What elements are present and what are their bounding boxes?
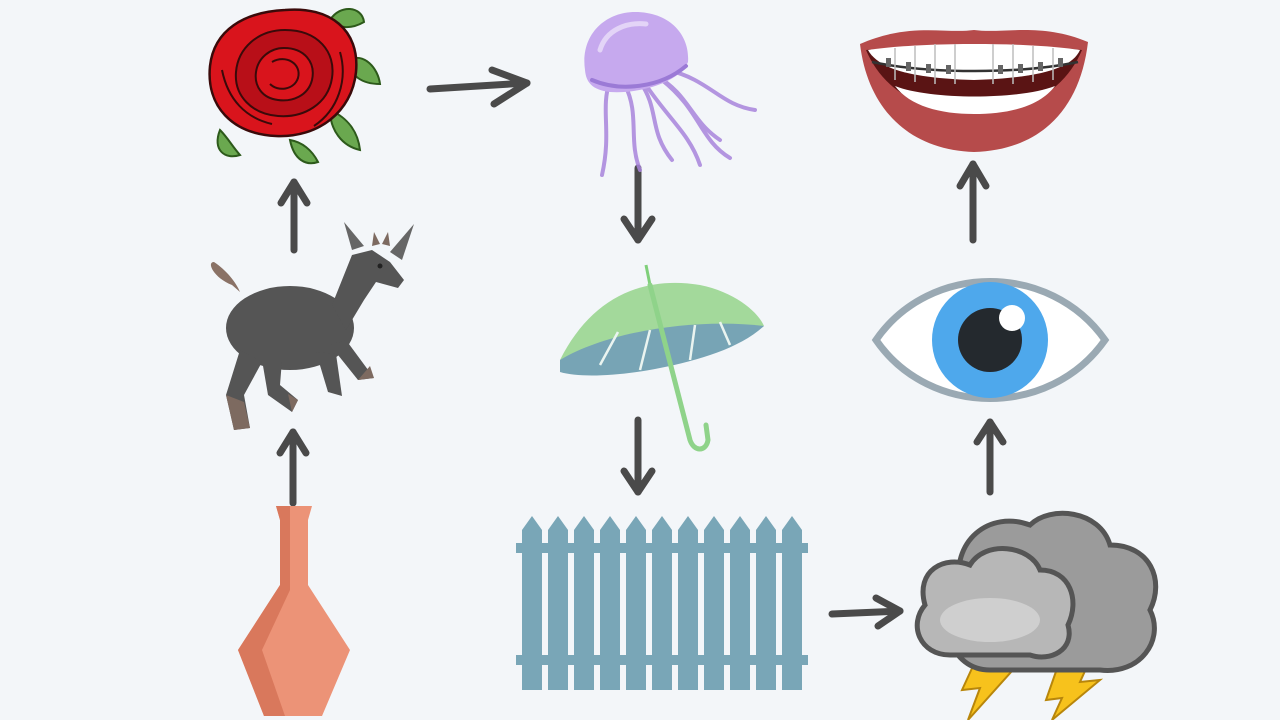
arrow-goat-to-rose	[277, 178, 311, 254]
arrow-storm-cloud-to-eye	[973, 418, 1007, 496]
arrow-fence-to-storm-cloud	[828, 594, 904, 630]
arrow-jellyfish-to-umbrella	[620, 164, 656, 244]
eye-icon	[871, 278, 1110, 402]
arrow-eye-to-mouth	[956, 160, 990, 244]
arrow-rose-to-jellyfish	[426, 66, 531, 108]
fence-icon	[516, 516, 808, 690]
umbrella-icon	[560, 264, 764, 452]
arrow-umbrella-to-fence	[620, 416, 656, 496]
storm-cloud-icon	[914, 510, 1159, 720]
mouth-icon	[860, 30, 1088, 152]
jellyfish-icon	[584, 12, 757, 177]
arrow-vase-to-goat	[276, 428, 310, 507]
rose-icon	[208, 8, 382, 165]
goat-icon	[210, 222, 414, 430]
vase-icon	[238, 506, 350, 716]
